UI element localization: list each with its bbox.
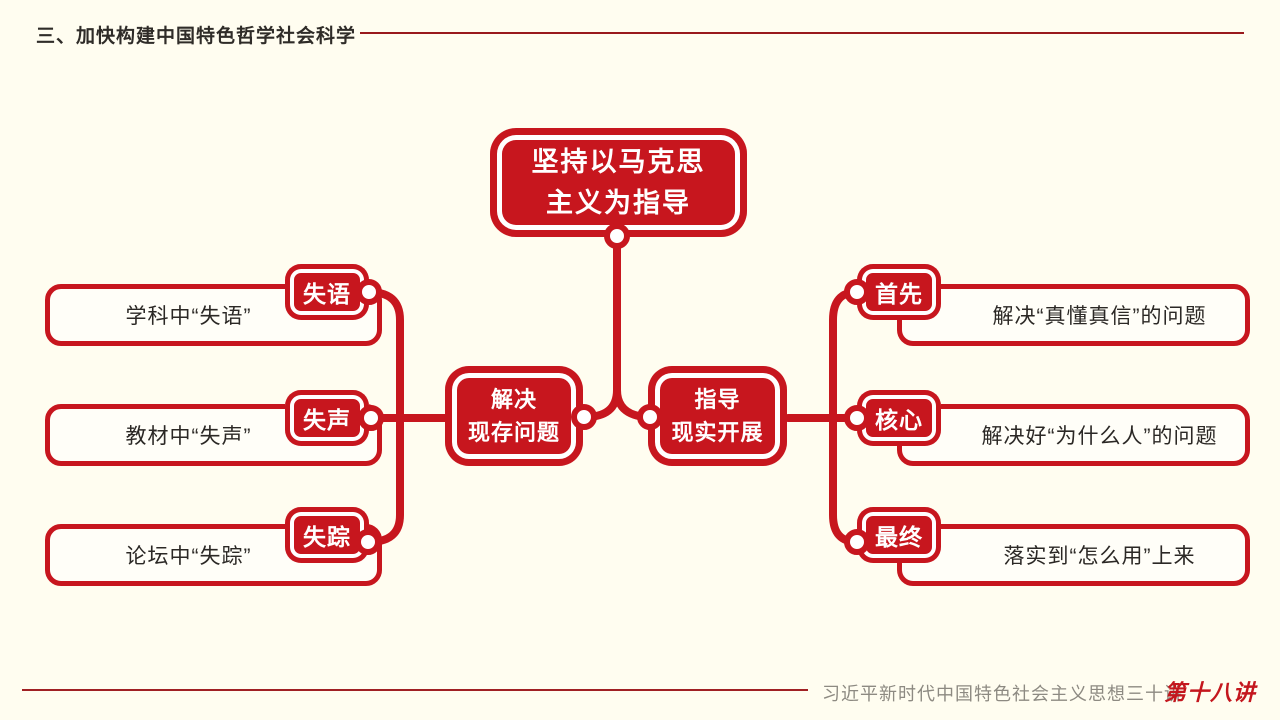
footer-lecture-number: 第十八讲 — [1164, 680, 1257, 706]
footer-divider — [22, 689, 808, 691]
node-root-line1: 坚持以马克思 — [531, 147, 706, 177]
footer-series-title: 习近平新时代中国特色社会主义思想三十讲 — [822, 684, 1183, 704]
connector-dot — [604, 223, 630, 249]
header-divider — [360, 32, 1244, 34]
branch-badge-left-1: 失语 — [285, 264, 369, 320]
branch-box-right-2: 解决好“为什么人”的问题 — [897, 404, 1250, 466]
branch-text: 解决“真懂真信”的问题 — [992, 305, 1207, 328]
hub-right-line2: 现实开展 — [671, 420, 764, 445]
connector-dot — [358, 405, 384, 431]
connector-dot — [844, 279, 870, 305]
node-root: 坚持以马克思 主义为指导 — [490, 128, 747, 237]
branch-text: 学科中“失语” — [125, 305, 252, 328]
hub-right-line1: 指导 — [694, 387, 741, 412]
branch-text: 教材中“失声” — [125, 425, 252, 448]
branch-badge-right-1: 首先 — [857, 264, 941, 320]
node-guide-practice: 指导 现实开展 — [648, 366, 787, 466]
connector-dot — [571, 404, 597, 430]
connector-dot — [355, 529, 381, 555]
branch-badge-left-3: 失踪 — [285, 507, 369, 563]
node-solve-problems: 解决 现存问题 — [445, 366, 583, 466]
connector-dot — [844, 405, 870, 431]
branch-box-right-3: 落实到“怎么用”上来 — [897, 524, 1250, 586]
page-title: 三、加快构建中国特色哲学社会科学 — [36, 26, 357, 47]
connector-dot — [637, 404, 663, 430]
branch-text: 论坛中“失踪” — [125, 545, 252, 568]
hub-left-line2: 现存问题 — [467, 420, 560, 445]
connector-dot — [356, 279, 382, 305]
branch-box-right-1: 解决“真懂真信”的问题 — [897, 284, 1250, 346]
branch-badge-left-2: 失声 — [285, 390, 369, 446]
node-root-line2: 主义为指导 — [546, 187, 691, 218]
branch-text: 解决好“为什么人”的问题 — [981, 425, 1218, 448]
branch-badge-right-2: 核心 — [857, 390, 941, 446]
branch-badge-right-3: 最终 — [857, 507, 941, 563]
branch-text: 落实到“怎么用”上来 — [1003, 545, 1196, 568]
connector-dot — [844, 529, 870, 555]
hub-left-line1: 解决 — [490, 387, 537, 412]
